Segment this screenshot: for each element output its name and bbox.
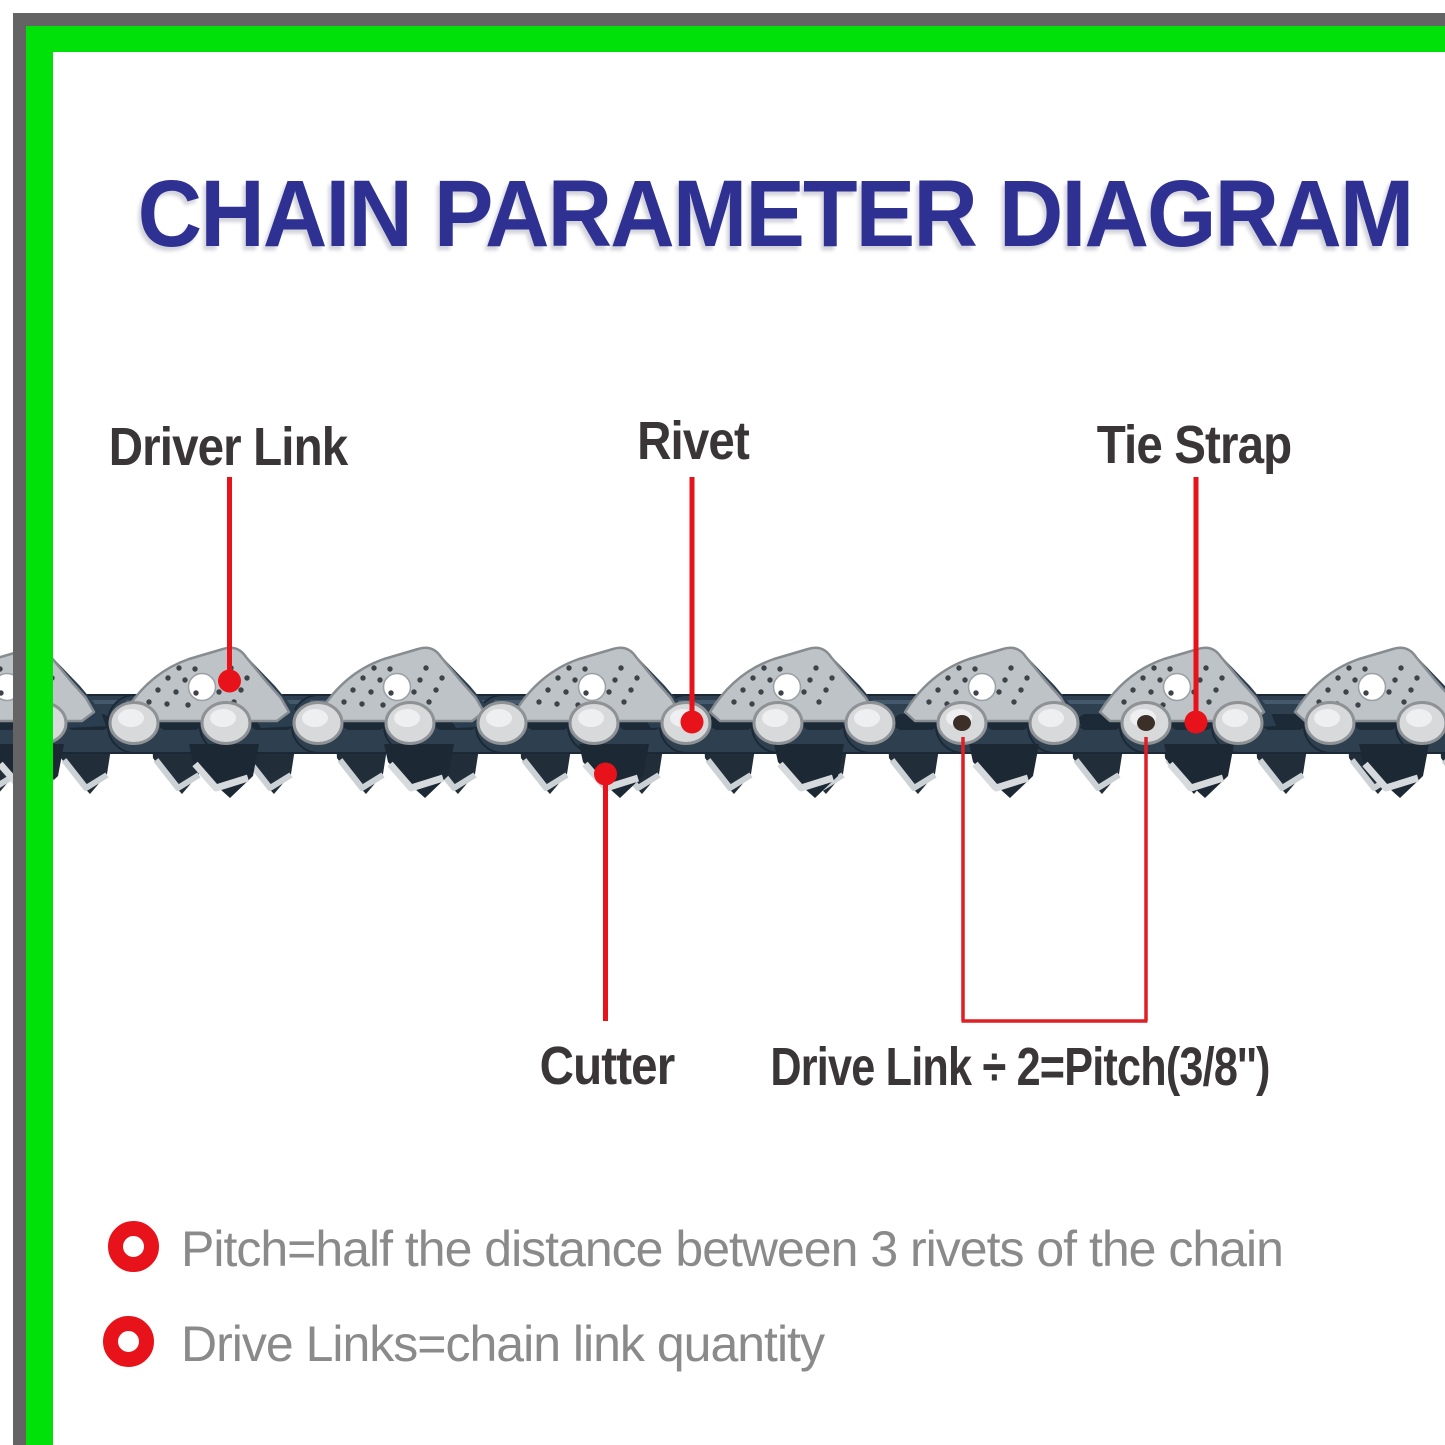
frame-border-green-left [26,26,53,1445]
ring-icon [108,1221,159,1272]
frame-border-gray-left [13,13,26,1445]
marked-rivet-center-right [1137,715,1155,731]
label-cutter: Cutter [539,1036,676,1096]
label-rivet: Rivet [637,411,750,471]
marked-rivet-center-left [953,715,971,731]
page-title: CHAIN PARAMETER DIAGRAM [137,161,1415,267]
note-drive-links: Drive Links=chain link quantity [181,1316,825,1372]
label-driver-link: Driver Link [108,417,348,477]
note-pitch: Pitch=half the distance between 3 rivets… [181,1221,1284,1277]
label-pitch-formula: Drive Link ÷ 2=Pitch(3/8'') [770,1037,1270,1097]
ring-icon [103,1316,154,1367]
frame-border-green-top [26,26,1445,52]
label-tie-strap: Tie Strap [1096,415,1292,475]
chainsaw-chain-photo [0,612,1445,847]
frame-border-gray-top [13,13,1445,26]
